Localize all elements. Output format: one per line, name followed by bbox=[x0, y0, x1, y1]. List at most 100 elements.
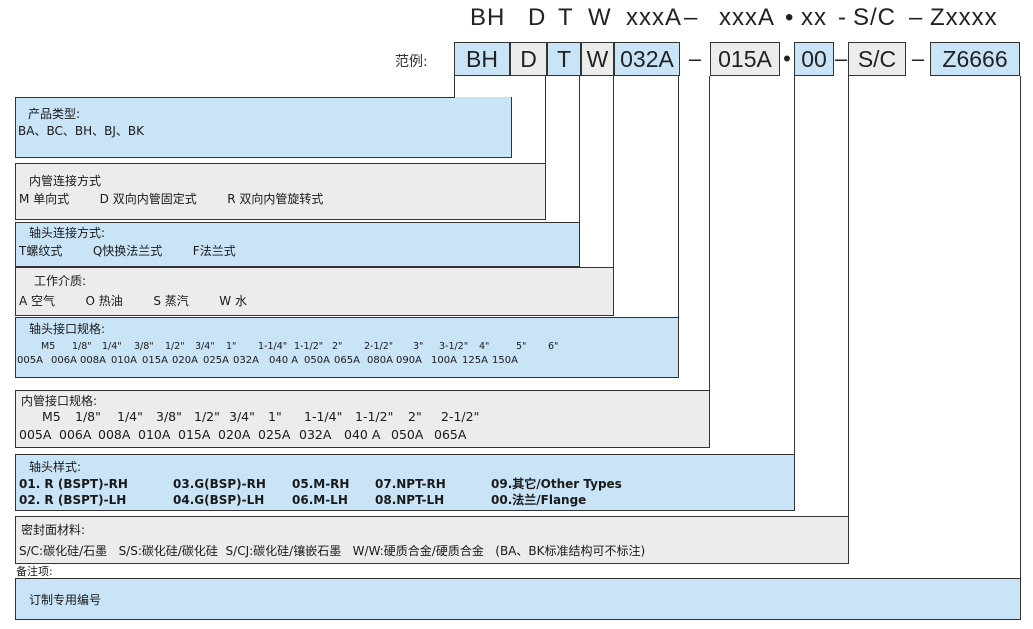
inner-port-size-4: 1/2" bbox=[194, 409, 220, 424]
shaft-style-r2-c3: 06.M-LH bbox=[292, 493, 348, 507]
shaft-port-size-5: 3/4" bbox=[195, 341, 215, 352]
shaft-port-size-6: 1" bbox=[226, 341, 237, 352]
shaft-style-r1-c3: 05.M-RH bbox=[292, 477, 350, 491]
shaft-port-code-14: 125A bbox=[462, 355, 488, 366]
example-sep-3: – bbox=[834, 46, 848, 71]
pattern-style: xx bbox=[801, 4, 827, 31]
example-sep-1: – bbox=[688, 46, 702, 71]
shaft-port-code-10: 065A bbox=[334, 355, 360, 366]
shaft-port-size-12: 3-1/2" bbox=[439, 341, 469, 352]
inner-port-title: 内管接口规格: bbox=[21, 394, 98, 408]
inner-port-code-2: 008A bbox=[98, 427, 131, 442]
shaft-port-code-3: 010A bbox=[111, 355, 137, 366]
inner-port-code-0: 005A bbox=[19, 427, 52, 442]
pattern-dot: • bbox=[785, 4, 795, 31]
example-cell-style: 00 bbox=[794, 42, 834, 76]
example-sep-2: • bbox=[783, 46, 791, 71]
shaft-port-code-11: 080A bbox=[367, 355, 393, 366]
shaft-port-code-4: 015A bbox=[142, 355, 168, 366]
shaft-style-r1-c1: 01. R (BSPT)-RH bbox=[19, 477, 128, 491]
shaft-port-title: 轴头接口规格: bbox=[29, 322, 106, 336]
inner-port-size-3: 3/8" bbox=[156, 409, 182, 424]
connector-seal bbox=[848, 76, 849, 564]
shaft-port-code-6: 025A bbox=[203, 355, 229, 366]
inner-pipe-box: 内管连接方式 M 单向式 D 双向内管固定式 R 双向内管旋转式 bbox=[15, 163, 546, 220]
inner-pipe-title: 内管连接方式 bbox=[29, 174, 102, 188]
shaft-port-size-8: 1-1/2" bbox=[294, 341, 324, 352]
inner-port-code-10: 065A bbox=[434, 427, 467, 442]
shaft-style-box: 轴头样式: 01. R (BSPT)-RH 03.G(BSP)-RH 05.M-… bbox=[15, 454, 795, 511]
medium-values: A 空气 O 热油 S 蒸汽 W 水 bbox=[19, 294, 247, 308]
inner-port-size-10: 2-1/2" bbox=[441, 409, 480, 424]
example-cell-inner-size: 015A bbox=[710, 42, 780, 76]
inner-port-code-6: 025A bbox=[258, 427, 291, 442]
shaft-port-size-0: M5 bbox=[41, 341, 56, 352]
shaft-style-r2-c5: 00.法兰/Flange bbox=[491, 493, 587, 507]
shaft-port-code-8: 040 A bbox=[269, 355, 299, 366]
shaft-port-size-4: 1/2" bbox=[165, 341, 185, 352]
inner-port-code-5: 020A bbox=[218, 427, 251, 442]
shaft-port-code-0: 005A bbox=[17, 355, 43, 366]
remark-box: 订制专用编号 bbox=[15, 578, 1021, 620]
shaft-port-size-7: 1-1/4" bbox=[258, 341, 288, 352]
example-label: 范例: bbox=[395, 54, 428, 70]
shaft-port-code-13: 100A bbox=[431, 355, 457, 366]
pattern-bh: BH bbox=[470, 4, 506, 31]
shaft-connection-box: 轴头连接方式: T螺纹式 Q快换法兰式 F法兰式 bbox=[15, 222, 580, 267]
shaft-port-size-14: 5" bbox=[516, 341, 527, 352]
inner-port-size-2: 1/4" bbox=[117, 409, 143, 424]
inner-port-code-3: 010A bbox=[138, 427, 171, 442]
inner-port-size-7: 1-1/4" bbox=[304, 409, 343, 424]
seal-title: 密封面材料: bbox=[21, 523, 86, 537]
inner-port-code-8: 040 A bbox=[344, 427, 381, 442]
product-type-left-rule bbox=[15, 97, 16, 158]
shaft-port-size-2: 1/4" bbox=[102, 341, 122, 352]
product-type-title: 产品类型: bbox=[28, 107, 81, 121]
inner-port-code-4: 015A bbox=[178, 427, 211, 442]
pattern-inner-size: xxxA bbox=[719, 4, 776, 31]
pattern-dash-1: – bbox=[684, 4, 699, 31]
inner-port-size-1: 1/8" bbox=[75, 409, 101, 424]
seal-values: S/C:碳化硅/石墨 S/S:碳化硅/碳化硅 S/CJ:碳化硅/镶嵌石墨 W/W… bbox=[19, 544, 646, 558]
pattern-w: W bbox=[588, 4, 612, 31]
inner-port-size-5: 3/4" bbox=[229, 409, 255, 424]
product-type-box: 产品类型: BA、BC、BH、BJ、BK bbox=[15, 97, 512, 158]
shaft-port-size-13: 4" bbox=[479, 341, 490, 352]
shaft-style-r2-c4: 08.NPT-LH bbox=[375, 493, 445, 507]
shaft-connection-title: 轴头连接方式: bbox=[29, 226, 106, 240]
pattern-dash-3: – bbox=[909, 4, 924, 31]
shaft-port-size-3: 3/8" bbox=[134, 341, 154, 352]
connector-inner-pipe bbox=[545, 76, 546, 220]
connector-medium bbox=[613, 76, 614, 316]
example-cell-t: T bbox=[547, 42, 581, 76]
remark-values: 订制专用编号 bbox=[29, 593, 102, 607]
shaft-port-code-12: 090A bbox=[396, 355, 422, 366]
pattern-custom: Zxxxx bbox=[930, 4, 998, 31]
shaft-style-title: 轴头样式: bbox=[29, 460, 82, 474]
remark-title: 备注项: bbox=[16, 565, 53, 578]
shaft-style-r1-c5: 09.其它/Other Types bbox=[491, 477, 622, 491]
connector-shaft-connection bbox=[579, 76, 580, 266]
shaft-style-r2-c1: 02. R (BSPT)-LH bbox=[19, 493, 127, 507]
example-cell-custom: Z6666 bbox=[930, 42, 1020, 76]
medium-title: 工作介质: bbox=[34, 274, 87, 288]
connector-remark bbox=[1020, 76, 1021, 620]
inner-port-size-8: 1-1/2" bbox=[355, 409, 394, 424]
shaft-port-code-2: 008A bbox=[80, 355, 106, 366]
shaft-port-code-15: 150A bbox=[492, 355, 518, 366]
shaft-port-code-7: 032A bbox=[233, 355, 259, 366]
shaft-port-size-11: 3" bbox=[413, 341, 424, 352]
shaft-port-code-1: 006A bbox=[51, 355, 77, 366]
seal-box: 密封面材料: S/C:碳化硅/石墨 S/S:碳化硅/碳化硅 S/CJ:碳化硅/镶… bbox=[15, 516, 849, 564]
shaft-style-r2-c2: 04.G(BSP)-LH bbox=[173, 493, 265, 507]
shaft-port-code-5: 020A bbox=[172, 355, 198, 366]
inner-port-code-7: 032A bbox=[299, 427, 332, 442]
pattern-t: T bbox=[558, 4, 574, 31]
inner-port-size-9: 2" bbox=[408, 409, 422, 424]
shaft-port-size-10: 2-1/2" bbox=[364, 341, 394, 352]
example-cell-shaft-size: 032A bbox=[614, 42, 680, 76]
